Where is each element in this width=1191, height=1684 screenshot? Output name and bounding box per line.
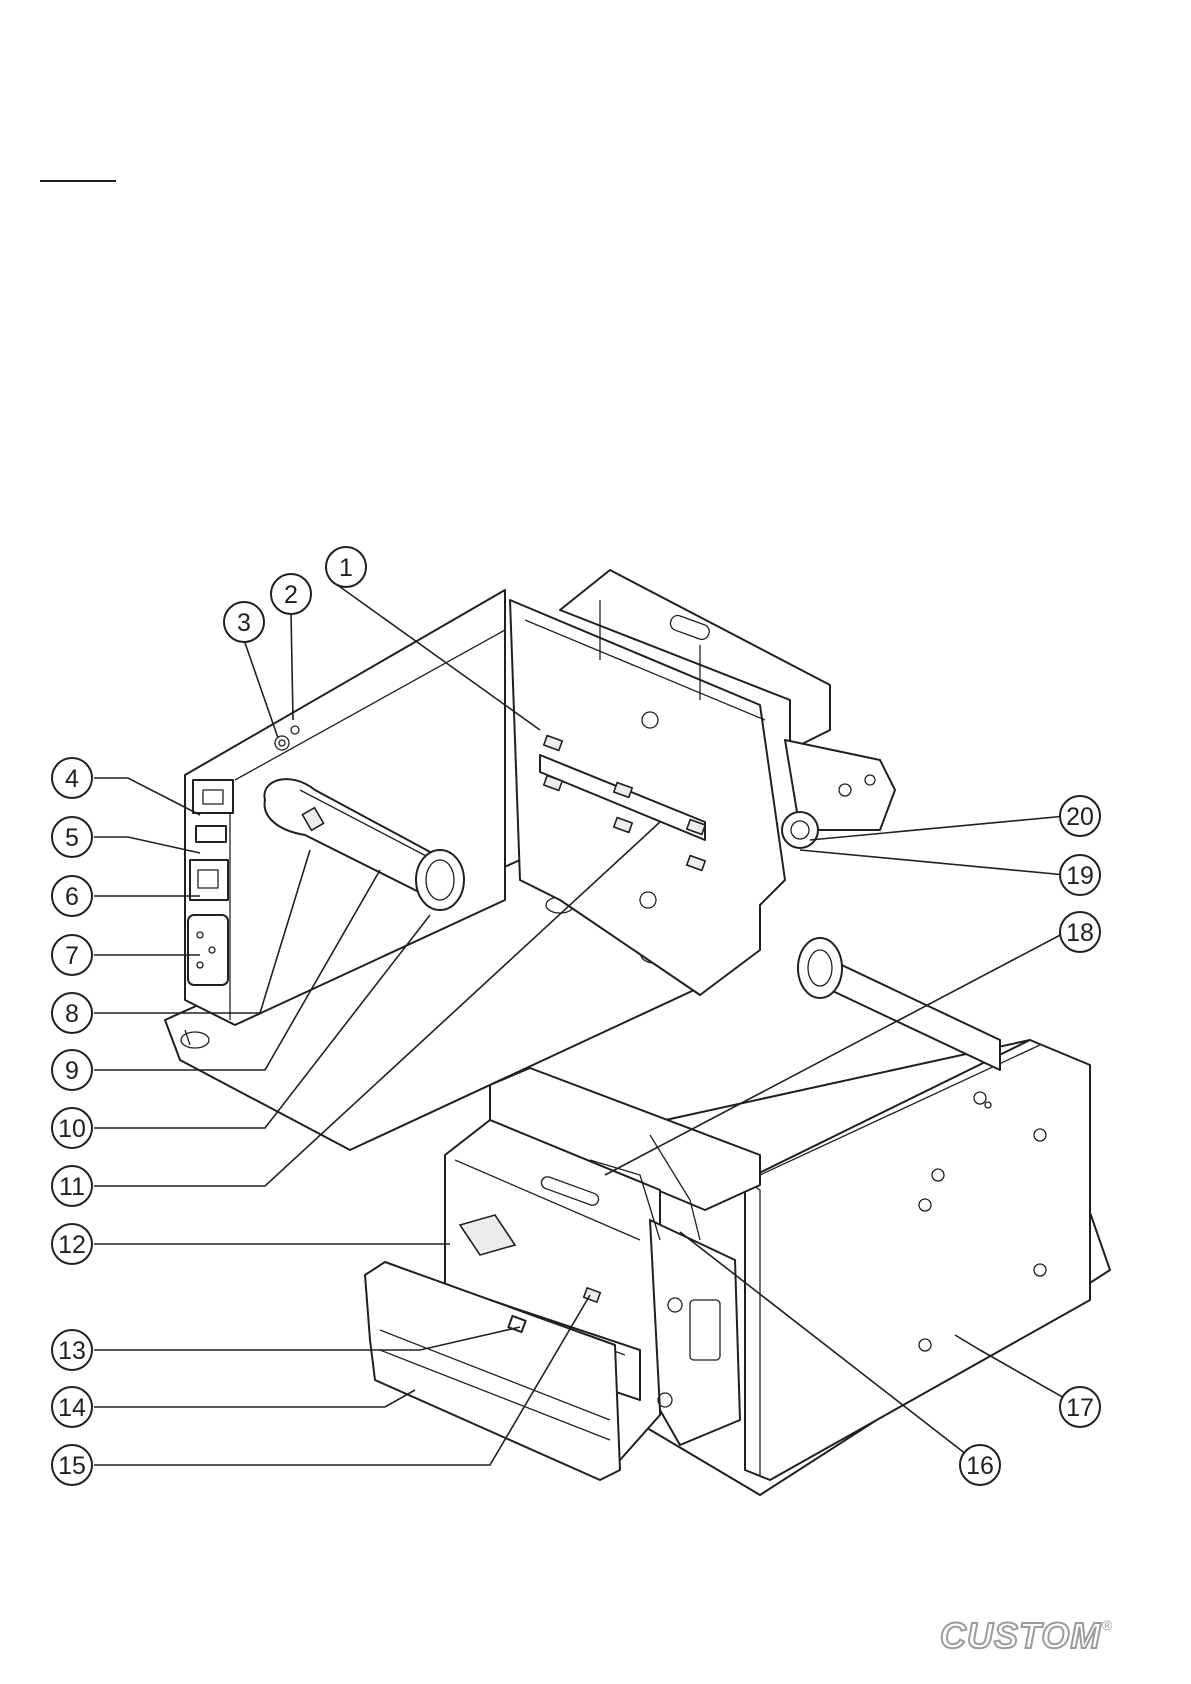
- custom-logo: CUSTOM ®: [940, 1615, 1113, 1656]
- callout-13: 13: [52, 1330, 92, 1370]
- status-leds: [196, 826, 226, 842]
- spindle-end: [416, 850, 464, 910]
- callout-15: 15: [52, 1445, 92, 1485]
- svg-text:8: 8: [65, 1000, 79, 1028]
- callout-14: 14: [52, 1387, 92, 1427]
- svg-text:15: 15: [58, 1452, 86, 1480]
- callout-11: 11: [52, 1166, 92, 1206]
- rear-spindle-end: [798, 938, 842, 998]
- svg-text:3: 3: [237, 609, 251, 637]
- callout-1: 1: [326, 547, 366, 587]
- svg-text:4: 4: [65, 765, 79, 793]
- svg-text:9: 9: [65, 1057, 79, 1085]
- callout-3: 3: [224, 602, 264, 642]
- svg-text:10: 10: [58, 1115, 86, 1143]
- svg-text:7: 7: [65, 942, 79, 970]
- svg-text:2: 2: [284, 581, 298, 609]
- svg-text:12: 12: [58, 1231, 86, 1259]
- callout-5: 5: [52, 817, 92, 857]
- callout-6: 6: [52, 876, 92, 916]
- callout-10: 10: [52, 1108, 92, 1148]
- upper-printer-unit: [165, 570, 895, 1150]
- callout-8: 8: [52, 993, 92, 1033]
- svg-text:20: 20: [1066, 803, 1094, 831]
- callout-4: 4: [52, 758, 92, 798]
- svg-text:17: 17: [1066, 1394, 1094, 1422]
- svg-text:5: 5: [65, 824, 79, 852]
- callout-17: 17: [1060, 1387, 1100, 1427]
- svg-text:®: ®: [1102, 1617, 1113, 1633]
- svg-text:18: 18: [1066, 919, 1094, 947]
- callout-16: 16: [960, 1445, 1000, 1485]
- svg-text:11: 11: [59, 1173, 85, 1201]
- callout-9: 9: [52, 1050, 92, 1090]
- callout-2: 2: [271, 574, 311, 614]
- svg-text:19: 19: [1066, 862, 1094, 890]
- usb-port: [190, 860, 228, 900]
- callout-19: 19: [1060, 855, 1100, 895]
- svg-text:16: 16: [966, 1452, 994, 1480]
- svg-text:13: 13: [58, 1337, 86, 1365]
- svg-text:14: 14: [58, 1394, 86, 1422]
- svg-text:1: 1: [339, 554, 353, 582]
- svg-text:6: 6: [65, 883, 79, 911]
- feed-knob: [782, 812, 818, 848]
- callout-20: 20: [1060, 796, 1100, 836]
- callout-18: 18: [1060, 912, 1100, 952]
- svg-text:CUSTOM: CUSTOM: [940, 1615, 1101, 1656]
- callout-12: 12: [52, 1224, 92, 1264]
- callout-7: 7: [52, 935, 92, 975]
- serial-port: [188, 915, 228, 985]
- power-switch: [193, 780, 233, 813]
